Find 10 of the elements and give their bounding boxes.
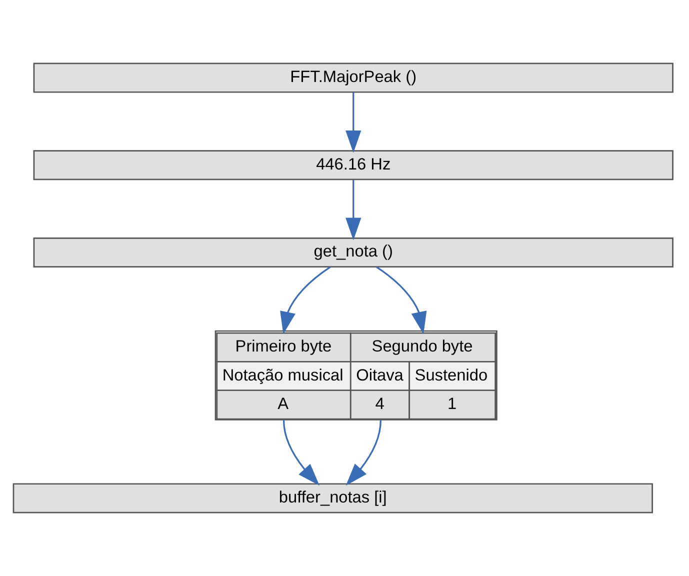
arrow [280,266,331,334]
arrow [376,266,427,334]
arrow [346,92,362,153]
arrow [282,420,320,486]
node-box: 446.16 Hz [33,150,674,180]
arrow [346,420,382,486]
node-box: FFT.MajorPeak () [33,62,674,93]
arrow [346,180,362,240]
node-box: get_nota () [33,238,674,268]
node-box: buffer_notas [i] [12,483,653,514]
